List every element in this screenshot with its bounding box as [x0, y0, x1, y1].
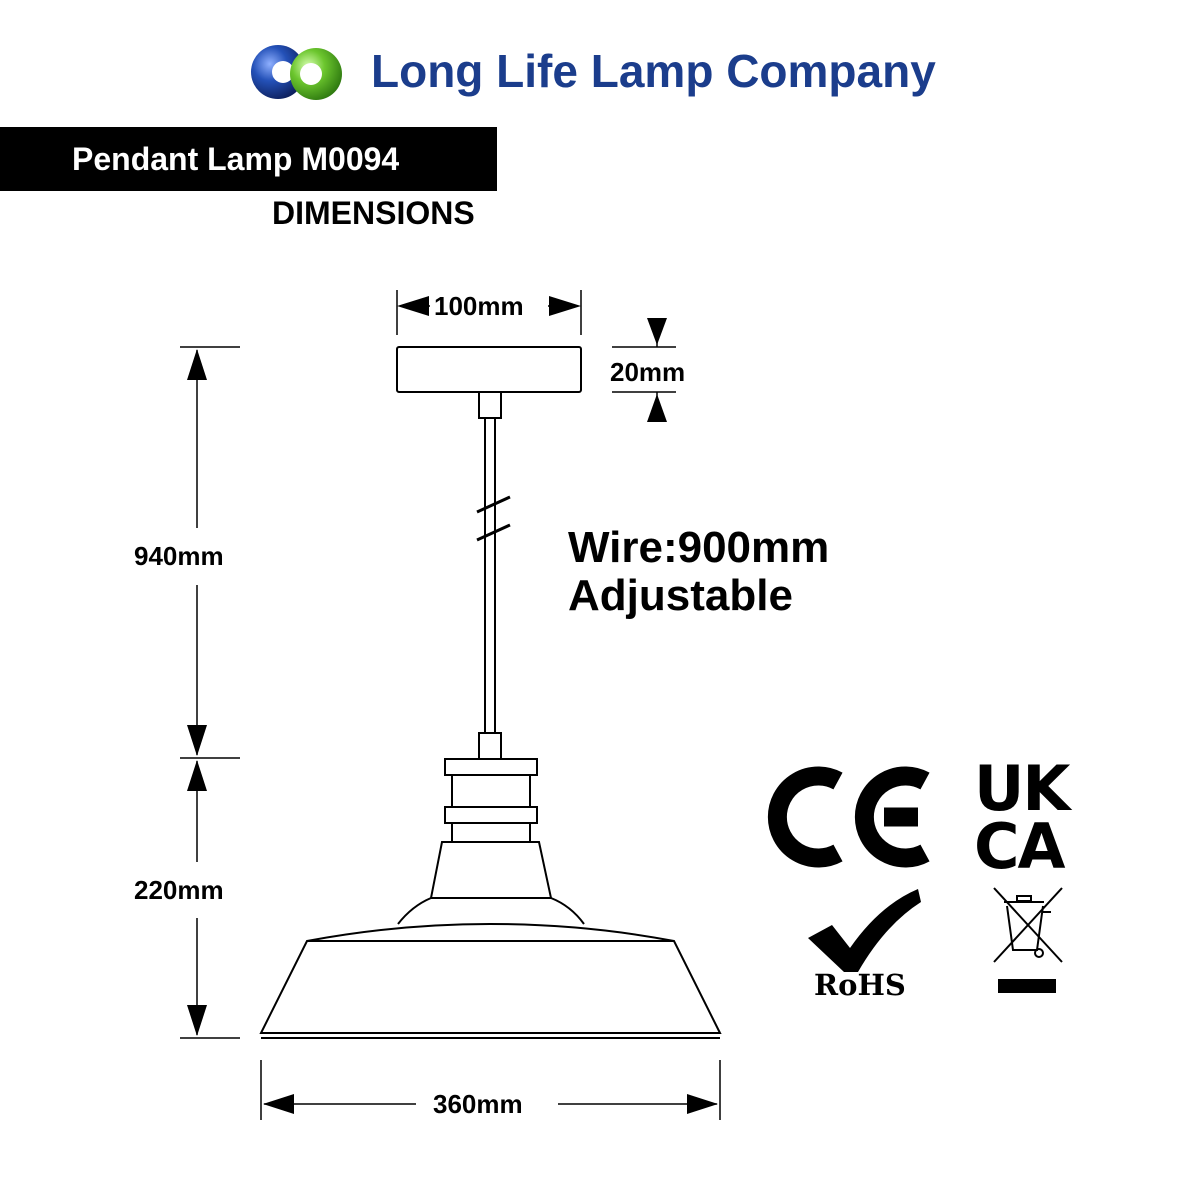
lamp-shade [259, 940, 722, 1034]
wire-adjustable-text: Adjustable [568, 571, 793, 620]
shade-height-label: 220mm [134, 875, 224, 906]
crossed-bin-icon [993, 887, 1063, 963]
total-drop-label: 940mm [134, 541, 224, 572]
weee-bar [998, 979, 1056, 993]
canopy-connector [478, 391, 502, 419]
ce-mark-icon [767, 766, 930, 868]
canopy-height-label: 20mm [610, 357, 686, 388]
shade-dome [397, 897, 585, 925]
wire-info: Wire:900mm Adjustable [568, 524, 829, 620]
socket-connector [478, 732, 502, 760]
title-bar [0, 127, 497, 191]
ukca-top-text: UK [974, 752, 1070, 825]
dimensions-heading: DIMENSIONS [272, 195, 475, 231]
company-logo [251, 45, 342, 100]
dimension-arrows [187, 296, 718, 1114]
rohs-check-icon [808, 889, 921, 972]
shade-neck [429, 841, 553, 899]
wire-break-mark [476, 495, 511, 514]
ukca-bottom-text: CA [974, 810, 1065, 883]
product-title: Pendant Lamp M0094 [72, 141, 400, 177]
wire-length-text: Wire:900mm [568, 523, 830, 572]
canopy-width-label: 100mm [434, 291, 524, 322]
shade-width-label: 360mm [433, 1089, 523, 1120]
lamp-holder-bottom-ring [444, 806, 538, 824]
company-name: Long Life Lamp Company [371, 45, 936, 97]
ceiling-canopy [396, 346, 582, 393]
lamp-holder-top-ring [444, 758, 538, 776]
rohs-text: RoHS [814, 968, 906, 1002]
